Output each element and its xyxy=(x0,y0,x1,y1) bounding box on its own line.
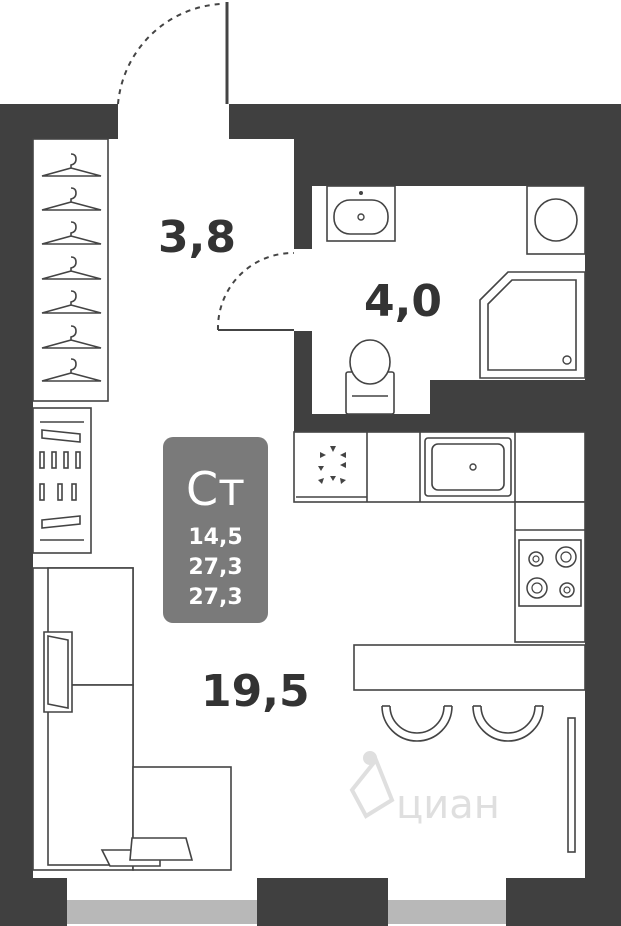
hanger-4 xyxy=(41,256,102,280)
watermark: циан xyxy=(349,751,500,828)
outer-wall-top-left xyxy=(0,104,118,139)
window-left xyxy=(67,900,257,924)
hanger-3 xyxy=(41,221,102,245)
wardrobe xyxy=(32,138,109,402)
bar-counter xyxy=(353,644,586,691)
bathroom-door xyxy=(216,251,295,331)
shoe-rack xyxy=(32,407,92,554)
entrance-door xyxy=(117,2,229,105)
hanger-6 xyxy=(41,325,102,349)
outer-wall-bottom-mid xyxy=(257,878,388,926)
total-area-value: 27,3 xyxy=(188,555,242,580)
outer-wall-right xyxy=(585,104,621,926)
window-right xyxy=(388,900,506,924)
apartment-badge: Ст 14,5 27,3 27,3 xyxy=(163,437,268,623)
washbasin-icon xyxy=(326,185,396,242)
outer-wall-top-right xyxy=(229,104,621,139)
outer-wall-bottom-right xyxy=(506,878,621,926)
watermark-text: циан xyxy=(396,782,500,828)
bathroom-wall-lower-left xyxy=(294,331,585,432)
washing-machine-icon xyxy=(526,185,586,255)
outer-wall-left xyxy=(0,104,33,926)
hanger-1 xyxy=(41,153,102,177)
bar-stool-icon xyxy=(381,705,544,742)
sofa xyxy=(32,567,232,871)
kitchen-sink-icon xyxy=(424,437,512,497)
hanger-5 xyxy=(41,290,102,314)
stove-icon xyxy=(518,539,582,607)
apartment-type-label: Ст xyxy=(186,462,245,516)
toilet-icon xyxy=(345,339,395,415)
outer-wall-bottom-left xyxy=(0,878,67,926)
living-area-label: 19,5 xyxy=(201,666,310,717)
hanger-7 xyxy=(41,358,102,382)
bathroom-walls xyxy=(294,139,621,249)
walls xyxy=(0,104,621,926)
total-area-value-2: 27,3 xyxy=(188,585,242,610)
bathroom-area-label: 4,0 xyxy=(364,276,442,327)
shower-tray-icon xyxy=(479,271,586,379)
wardrobe-hanger-icon xyxy=(41,153,102,382)
windows xyxy=(67,900,506,924)
oven-icon xyxy=(318,446,346,484)
cian-logo-icon xyxy=(349,751,395,819)
hall-area-label: 3,8 xyxy=(158,212,236,263)
radiator xyxy=(567,717,576,853)
hanger-2 xyxy=(41,187,102,211)
living-area-value: 14,5 xyxy=(188,525,242,550)
